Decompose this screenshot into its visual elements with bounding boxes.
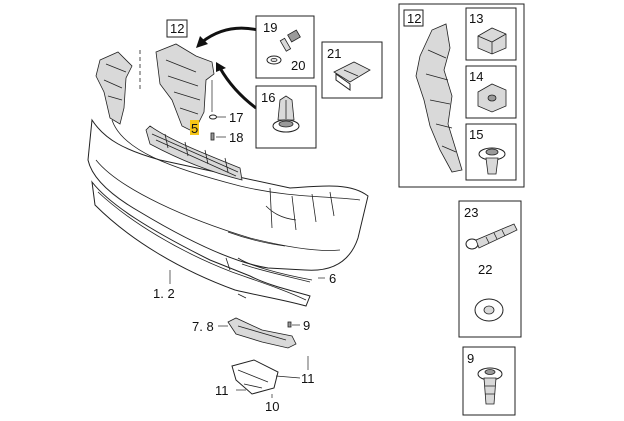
reflector-housing-10[interactable]	[231, 359, 301, 398]
bolt-icon	[279, 29, 301, 52]
detail-box-13[interactable]: 13	[465, 7, 517, 61]
callout-18: 18	[229, 130, 243, 145]
label-14: 14	[469, 69, 483, 84]
arrow-head-16	[216, 62, 226, 72]
label-19: 19	[263, 20, 277, 35]
callout-12-box	[166, 19, 188, 38]
detail-box-15[interactable]: 15	[465, 123, 517, 181]
label-23: 23	[464, 205, 478, 220]
side-bracket-right[interactable]	[155, 43, 215, 133]
side-bracket-left[interactable]	[95, 51, 133, 125]
callout-7-8: 7. 8	[192, 319, 214, 334]
label-16: 16	[261, 90, 275, 105]
clip-13-icon	[477, 27, 507, 55]
detail-box-19-20[interactable]: 19 20	[255, 15, 315, 79]
arrow-to-bracket-12	[201, 26, 259, 44]
bracket-12-detail	[415, 23, 463, 173]
label-13: 13	[469, 11, 483, 26]
lower-diffuser[interactable]	[91, 180, 311, 307]
highlight-5	[190, 120, 199, 135]
label-15: 15	[469, 127, 483, 142]
rear-bumper-cover[interactable]	[87, 118, 369, 271]
arrow-head-12	[196, 36, 208, 48]
detail-box-14[interactable]: 14	[465, 65, 517, 119]
callout-9: 9	[303, 318, 310, 333]
detail-box-23-22[interactable]: 23 22	[458, 200, 522, 338]
callout-5: 5	[191, 121, 198, 136]
bumper-grille-insert[interactable]	[145, 125, 243, 181]
clip-9-main[interactable]	[287, 321, 300, 328]
callout-11-right: 11	[301, 371, 315, 386]
callout-11-left: 11	[215, 383, 229, 398]
washer-22-icon	[474, 298, 504, 322]
callout-1-2: 1. 2	[153, 286, 175, 301]
label-9-box: 9	[467, 351, 474, 366]
detail-box-21[interactable]: 21	[321, 41, 383, 99]
detail-box-9[interactable]: 9	[462, 346, 516, 416]
clip-15-icon	[478, 147, 506, 175]
mounting-bracket-7-8[interactable]	[218, 317, 297, 349]
detail-box-16[interactable]: 16	[255, 85, 317, 149]
trim-strip[interactable]	[237, 257, 313, 283]
callout-6: 6	[329, 271, 336, 286]
spring-nut-icon	[333, 61, 371, 91]
callout-10: 10	[265, 399, 279, 414]
washer-17[interactable]	[209, 114, 227, 120]
clip-14-icon	[477, 83, 507, 113]
label-22: 22	[478, 262, 492, 277]
callout-17: 17	[229, 110, 243, 125]
arrow-to-clip-16	[218, 67, 257, 110]
label-20: 20	[291, 58, 305, 73]
screw-18[interactable]	[210, 132, 226, 141]
screw-23-icon	[465, 223, 518, 250]
push-clip-icon	[272, 95, 300, 133]
callout-12: 12	[170, 21, 184, 36]
label-12-large: 12	[407, 11, 421, 26]
label-21: 21	[327, 46, 341, 61]
rivet-9-icon	[477, 367, 503, 405]
